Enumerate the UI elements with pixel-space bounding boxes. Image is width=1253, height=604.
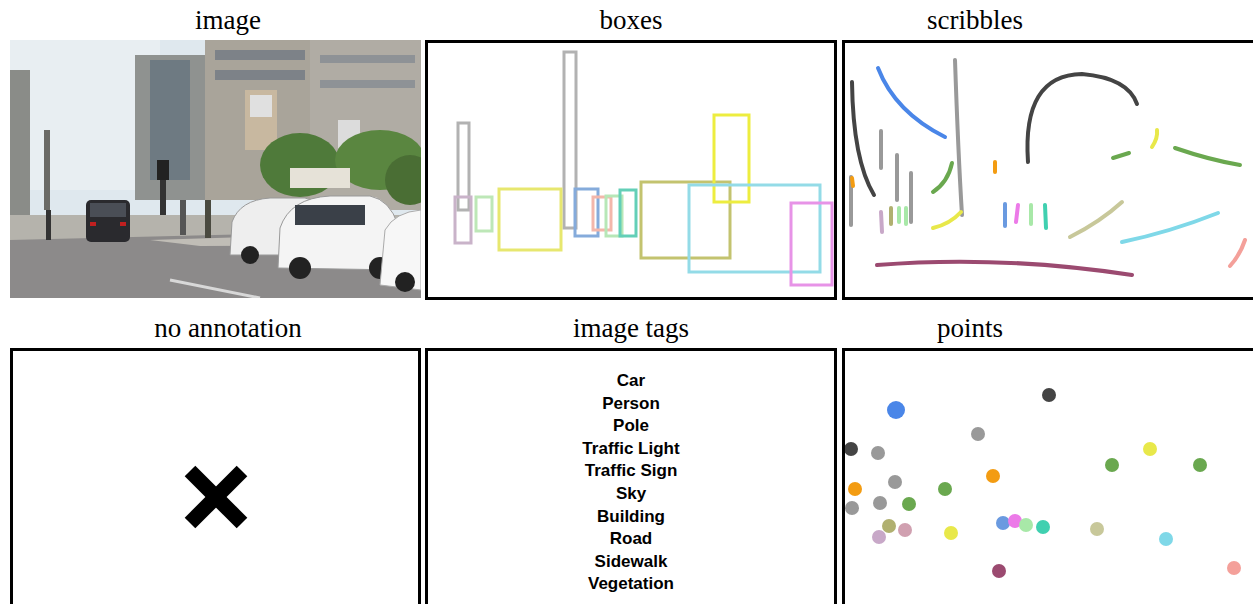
image-tag: Vegetation — [428, 573, 834, 596]
cross-symbol — [190, 471, 242, 523]
annotation-points — [844, 388, 1241, 578]
street-photo — [10, 40, 421, 298]
image-tag: Sky — [428, 483, 834, 506]
image-tag: Traffic Light — [428, 438, 834, 461]
bounding-boxes — [455, 52, 832, 285]
annotation-panel: image tagsCarPersonPoleTraffic LightTraf… — [425, 348, 837, 604]
annotation-panel: scribbles — [842, 40, 1253, 300]
tag-list: CarPersonPoleTraffic LightTraffic SignSk… — [428, 370, 834, 596]
image-tag: Road — [428, 528, 834, 551]
image-tag: Sidewalk — [428, 551, 834, 574]
annotation-panel: boxes — [425, 40, 837, 300]
panel-title: points — [937, 312, 1003, 344]
image-tag: Traffic Sign — [428, 460, 834, 483]
panel-title: scribbles — [927, 4, 1023, 36]
panel-title: image — [195, 4, 261, 36]
annotation-panel: no annotation — [10, 348, 421, 604]
image-tag: Building — [428, 506, 834, 529]
panel-title: no annotation — [154, 312, 302, 344]
panel-title: image tags — [573, 312, 689, 344]
annotation-panel: points — [842, 348, 1253, 604]
scribbles — [851, 60, 1245, 275]
image-tag: Pole — [428, 415, 834, 438]
image-tag: Person — [428, 393, 834, 416]
annotation-panel: image — [10, 40, 421, 298]
panel-title: boxes — [600, 4, 663, 36]
image-tag: Car — [428, 370, 834, 393]
